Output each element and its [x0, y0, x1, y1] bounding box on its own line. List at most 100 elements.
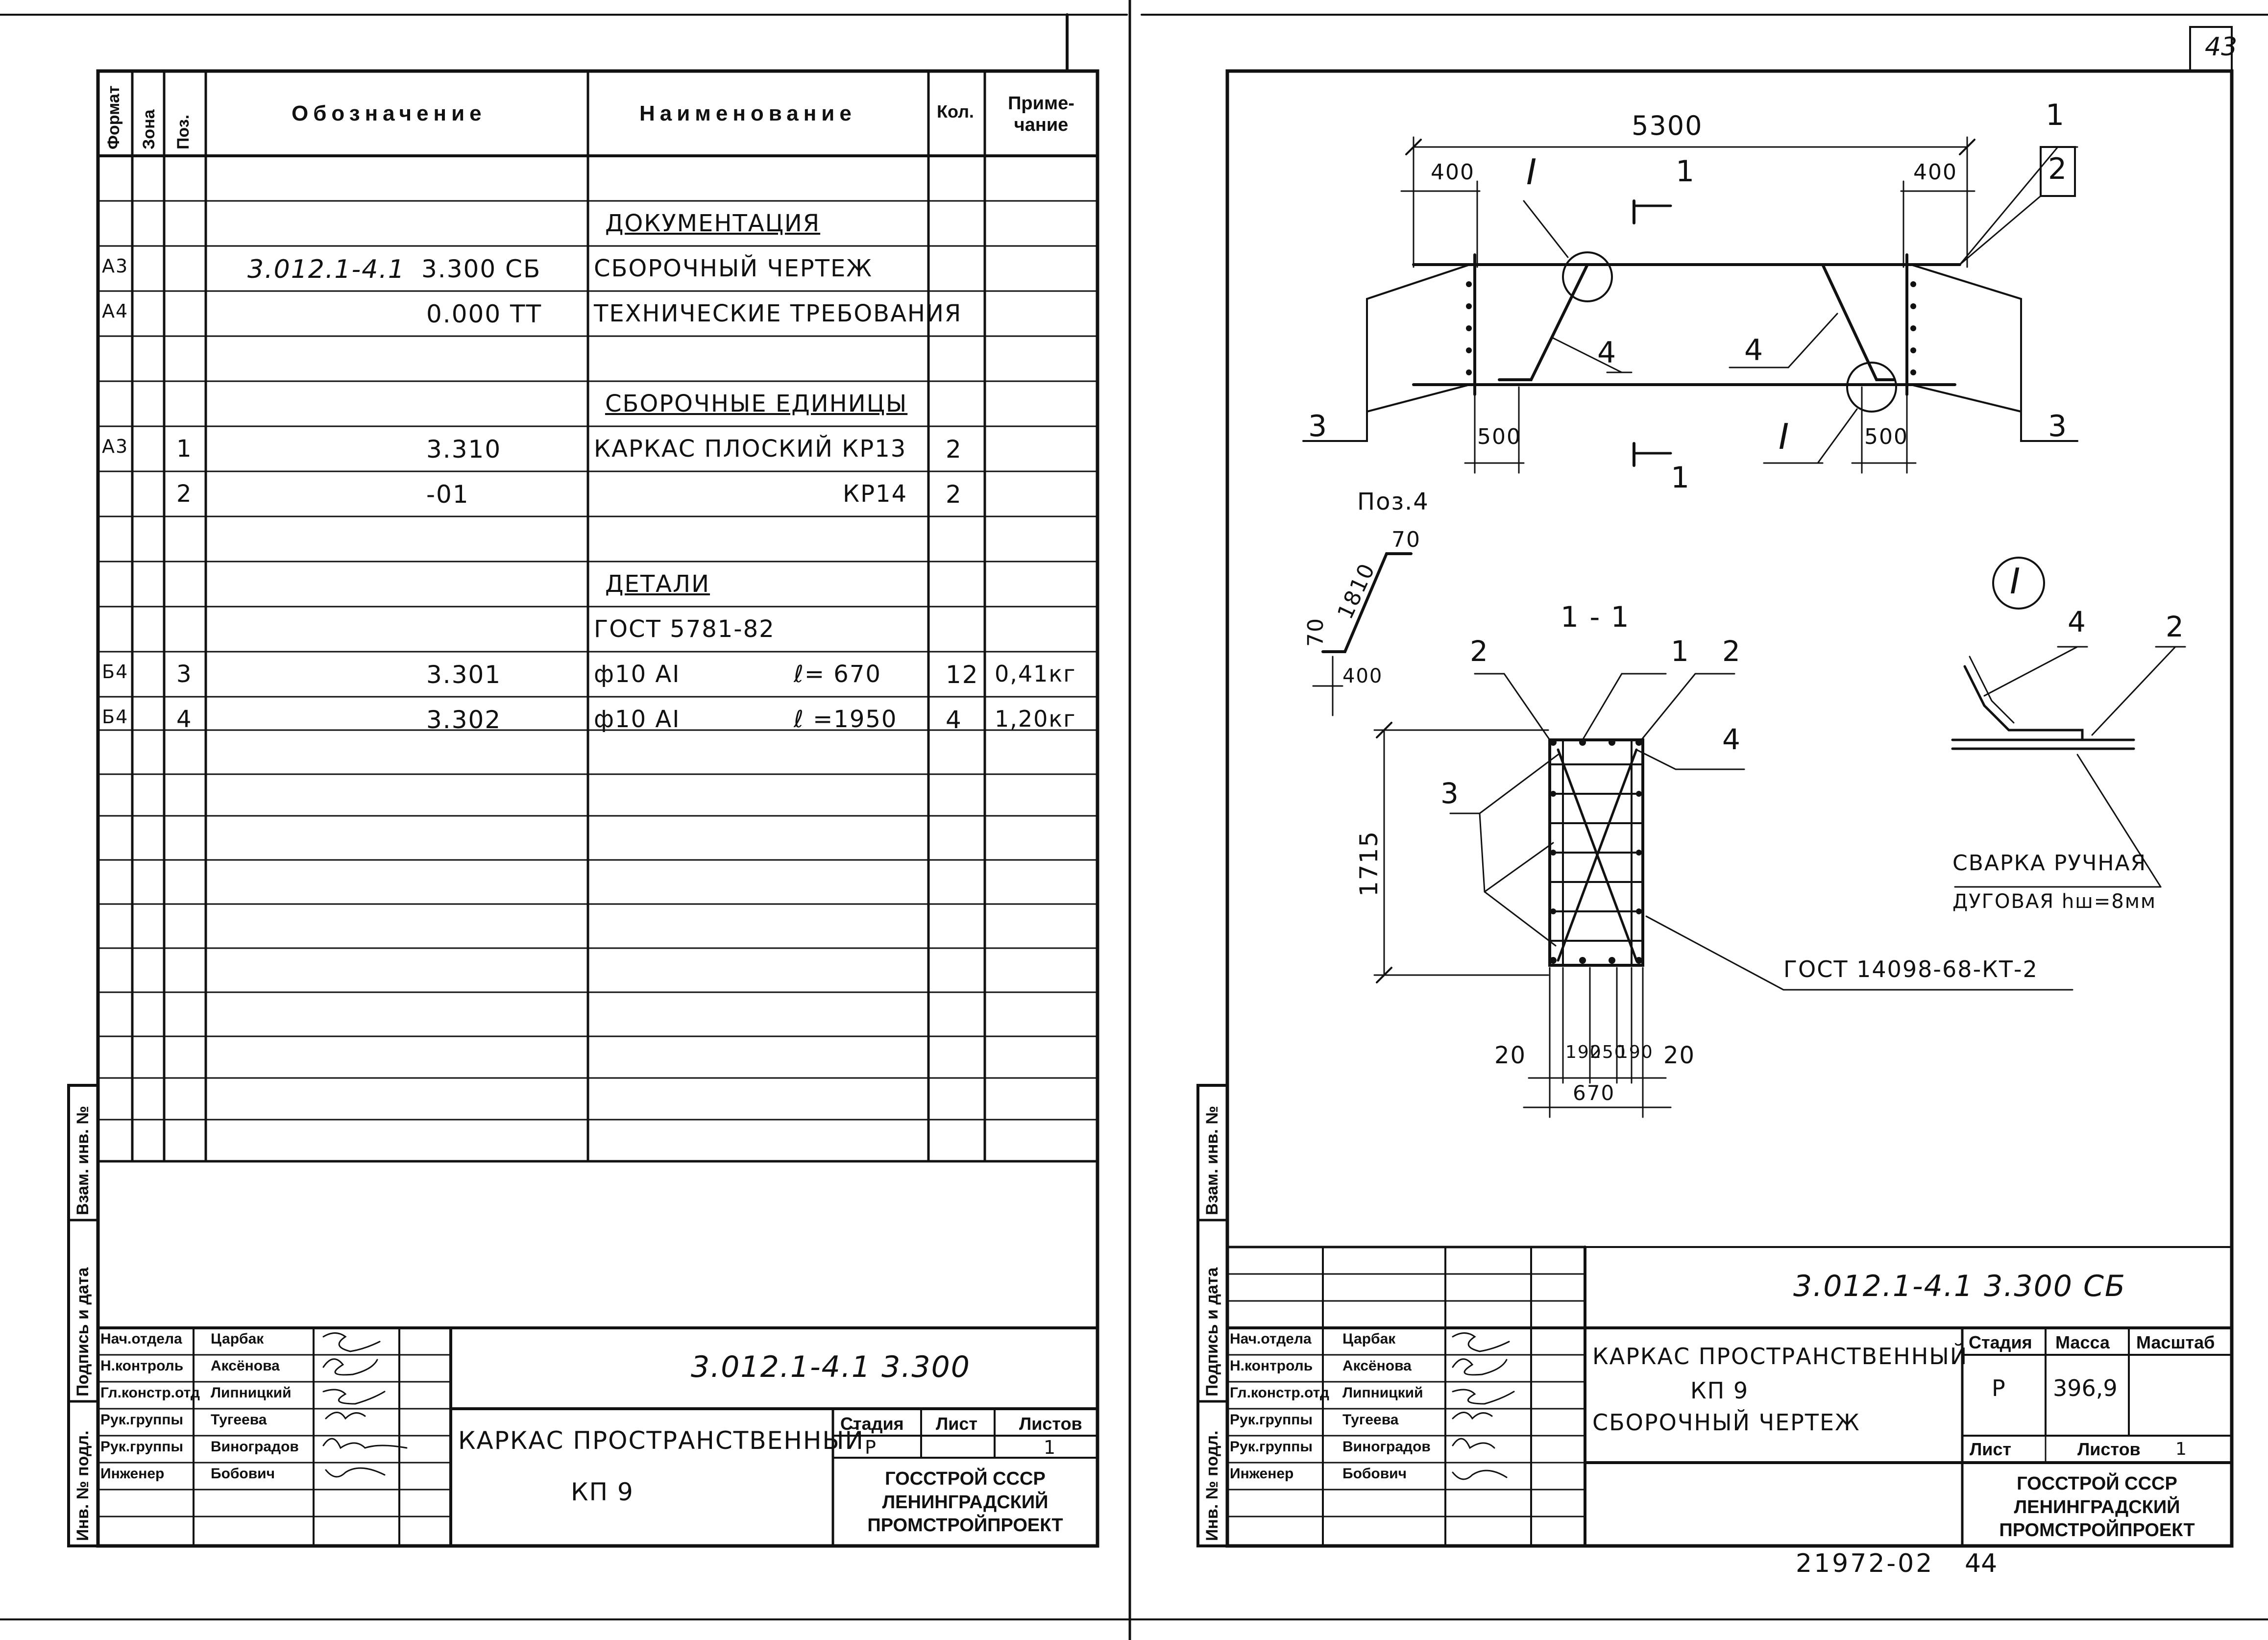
row-format: Б4	[102, 661, 129, 683]
left-stage-value: Р	[865, 1437, 876, 1458]
signatory-role: Рук.группы	[100, 1439, 184, 1455]
callout-1-top: 1	[2046, 98, 2066, 132]
right-title-line1: КАРКАС ПРОСТРАНСТВЕННЫЙ	[1592, 1343, 1968, 1370]
row-name: СБОРОЧНЫЙ ЧЕРТЕЖ	[594, 255, 873, 282]
signatory-role: Рук.группы	[1230, 1439, 1313, 1455]
dim-500-left: 500	[1477, 424, 1521, 449]
signatory-name: Виноградов	[1342, 1439, 1431, 1455]
right-org-block: ГОССТРОЙ СССР ЛЕНИНГРАДСКИЙ ПРОМСТРОЙПРО…	[1962, 1472, 2232, 1542]
section-callout-1: 1	[1671, 635, 1690, 668]
row-designation-b: 3.300 СБ	[421, 255, 541, 283]
col-zone-header: Зона	[140, 109, 158, 149]
left-org-block: ГОССТРОЙ СССР ЛЕНИНГРАДСКИЙ ПРОМСТРОЙПРО…	[833, 1468, 1097, 1538]
bent-dim-400: 400	[1342, 665, 1383, 687]
dim-500-right: 500	[1864, 424, 1908, 449]
signatory-name: Аксёнова	[211, 1358, 280, 1374]
section-bottom-dim: 190	[1617, 1042, 1654, 1062]
callout-3-right: 3	[2048, 409, 2068, 443]
side-label-sign-date: Подпись и дата	[73, 1267, 92, 1396]
row-designation-b: -01	[426, 480, 469, 509]
row-pos: 2	[176, 480, 193, 508]
right-org-line1: ГОССТРОЙ СССР	[2017, 1473, 2177, 1494]
left-sheets-value: 1	[1044, 1437, 1056, 1458]
left-org-line1: ГОССТРОЙ СССР	[885, 1469, 1046, 1489]
signatory-role: Н.контроль	[100, 1358, 184, 1374]
right-title-code: 3.012.1-4.1 3.300 СБ	[1793, 1269, 2126, 1303]
right-org-line2: ЛЕНИНГРАДСКИЙ	[2014, 1496, 2180, 1518]
dim-total-length: 5300	[1632, 110, 1703, 141]
detail-mark-bottom: I	[1779, 416, 1790, 457]
detail-mark-top: I	[1526, 151, 1538, 193]
right-mass-value: 396,9	[2053, 1375, 2118, 1401]
signatory-role: Нач.отдела	[1230, 1331, 1312, 1347]
right-title-line3: СБОРОЧНЫЙ ЧЕРТЕЖ	[1592, 1409, 1860, 1436]
section-callout-4: 4	[1722, 723, 1741, 756]
dim-400-right: 400	[1913, 160, 1957, 185]
left-sheets-label: Листов	[1019, 1414, 1082, 1434]
left-title-line1: КАРКАС ПРОСТРАНСТВЕННЫЙ	[458, 1426, 864, 1455]
col-pos-header: Поз.	[174, 114, 193, 149]
signatory-role: Гл.констр.отд	[100, 1385, 200, 1401]
right-mass-label: Масса	[2055, 1332, 2110, 1352]
row-name-b: КР14	[843, 480, 908, 508]
callout-3-left: 3	[1308, 409, 1328, 443]
signatory-name: Виноградов	[211, 1439, 299, 1455]
col-format-header: Формат	[104, 85, 123, 149]
row-name: ДОКУМЕНТАЦИЯ	[605, 210, 821, 237]
row-designation-b: 3.302	[426, 706, 502, 734]
side-label-inv-vzam-right: Взам. инв. №	[1203, 1105, 1221, 1215]
dim-400-left: 400	[1431, 160, 1475, 185]
detail-I-mark: I	[2010, 561, 2022, 602]
section-mark-bottom: 1	[1671, 461, 1691, 495]
row-qty: 2	[946, 435, 962, 464]
right-scale-label: Масштаб	[2136, 1332, 2215, 1352]
section-bottom-dim: 190	[1565, 1042, 1602, 1062]
section-callout-2-right: 2	[1722, 635, 1741, 668]
row-name: ф10 АI	[594, 706, 681, 733]
detail-callout-4: 4	[2068, 605, 2087, 638]
section-bottom-total: 670	[1573, 1081, 1615, 1105]
bent-dim-70-side: 70	[1303, 617, 1328, 647]
signatory-name: Тугеева	[211, 1412, 267, 1428]
signatory-name: Липницкий	[1342, 1385, 1423, 1401]
signatory-role: Инженер	[100, 1466, 165, 1482]
row-pos: 1	[176, 435, 193, 463]
weld-note-line1: СВАРКА РУЧНАЯ	[1952, 851, 2147, 876]
row-format: Б4	[102, 706, 129, 728]
side-label-inv-podl-right: Инв. № подл.	[1203, 1430, 1221, 1541]
callout-4-left: 4	[1597, 336, 1617, 370]
right-sheets-label: Листов	[2077, 1439, 2141, 1459]
right-sheet-label: Лист	[1970, 1439, 2012, 1459]
col-qty-header: Кол.	[937, 101, 974, 122]
row-name: ф10 АI	[594, 661, 681, 688]
row-format: А3	[102, 436, 129, 457]
side-label-inv-vzam: Взам. инв. №	[73, 1105, 92, 1215]
signatory-role: Нач.отдела	[100, 1331, 182, 1347]
signatory-name: Царбак	[211, 1331, 264, 1347]
signatory-name: Тугеева	[1342, 1412, 1399, 1428]
col-name-header: Наименование	[639, 101, 856, 125]
right-org-line3: ПРОМСТРОЙПРОЕКТ	[1999, 1520, 2195, 1541]
signatory-name: Аксёнова	[1342, 1358, 1412, 1374]
side-label-sign-date-right: Подпись и дата	[1203, 1267, 1221, 1396]
left-stage-label: Стадия	[840, 1414, 904, 1434]
right-sheets-value: 1	[2175, 1439, 2187, 1459]
col-designation-header: Обозначение	[292, 101, 487, 125]
row-name: СБОРОЧНЫЕ ЕДИНИЦЫ	[605, 390, 908, 417]
right-stage-value: Р	[1992, 1375, 2005, 1401]
row-designation-b: 3.301	[426, 661, 502, 689]
signatory-role: Н.контроль	[1230, 1358, 1313, 1374]
row-designation-b: 0.000 ТТ	[426, 300, 542, 328]
section-callout-3: 3	[1440, 777, 1460, 810]
row-note: 0,41кг	[995, 661, 1076, 687]
right-stage-label: Стадия	[1969, 1332, 2032, 1352]
section-bottom-dim: 250	[1590, 1042, 1627, 1062]
row-format: А4	[102, 300, 129, 322]
archive-code: 21972-02	[1796, 1549, 1934, 1578]
signatory-role: Инженер	[1230, 1466, 1294, 1482]
signatory-role: Рук.группы	[100, 1412, 184, 1428]
left-title-code: 3.012.1-4.1 3.300	[691, 1350, 971, 1384]
signatory-role: Рук.группы	[1230, 1412, 1313, 1428]
section-title: 1 - 1	[1561, 600, 1630, 634]
detail-callout-2: 2	[2166, 610, 2185, 643]
